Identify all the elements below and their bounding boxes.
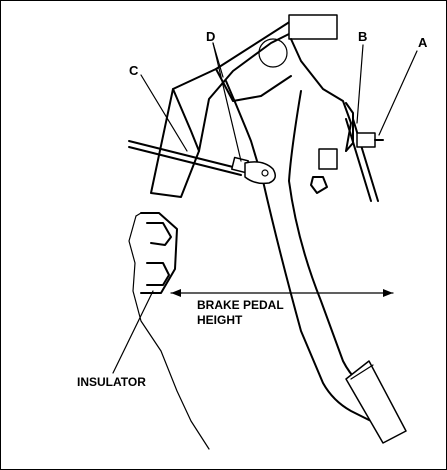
pedal-bracket — [150, 14, 352, 198]
clevis — [244, 161, 276, 185]
callout-d: D — [206, 29, 215, 44]
insulator-panel — [128, 212, 210, 450]
pedal-height-label-line2: HEIGHT — [197, 313, 243, 327]
bracket-top-block — [288, 14, 338, 40]
pedal-height-label-line1: BRAKE PEDAL — [197, 298, 284, 312]
callout-a: A — [418, 35, 428, 50]
locknut-a — [356, 132, 376, 148]
callout-c: C — [129, 63, 139, 78]
leader-lines — [112, 42, 418, 374]
switch-body — [318, 148, 338, 170]
pivot-bolt — [258, 38, 288, 68]
stop-lamp-switch — [310, 118, 384, 202]
insulator-label: INSULATOR — [77, 375, 146, 389]
pedal-height-dimension — [170, 289, 394, 297]
pedal-pad — [345, 360, 407, 444]
push-rod — [128, 140, 276, 185]
callout-b: B — [358, 29, 367, 44]
